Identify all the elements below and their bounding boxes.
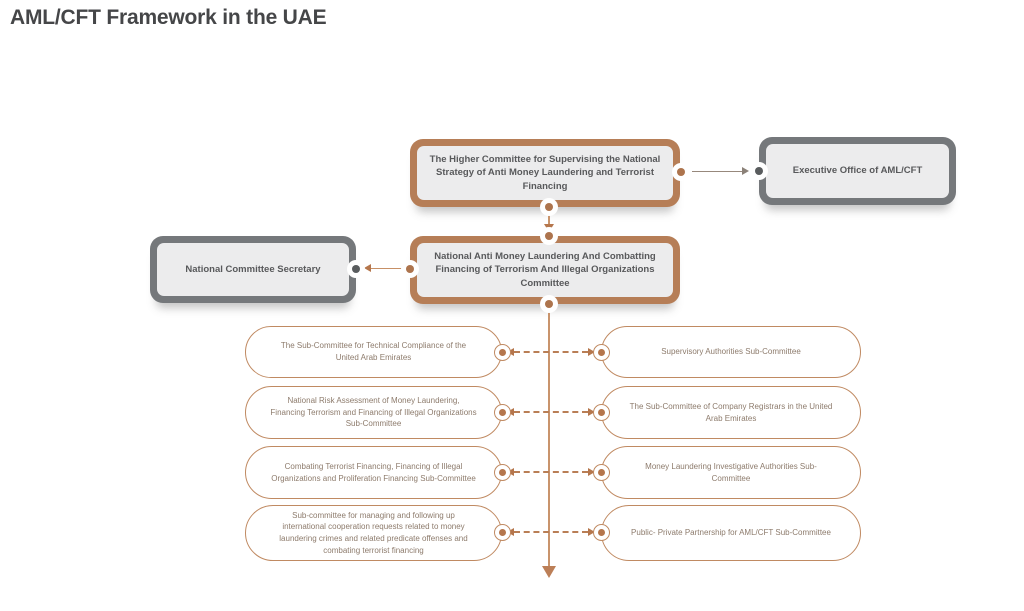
connector-dot-icon: [540, 295, 558, 313]
arrowhead-left-icon: [364, 264, 371, 272]
connector-dot-icon: [672, 163, 690, 181]
page-title: AML/CFT Framework in the UAE: [10, 6, 327, 29]
node-national-committee-label: National Anti Money Laundering And Comba…: [417, 243, 673, 297]
arrowhead-right-icon: [588, 528, 595, 536]
connector-line: [692, 171, 744, 172]
connector-dot-icon: [750, 162, 768, 180]
node-higher-committee-label: The Higher Committee for Supervising the…: [417, 146, 673, 200]
pill-public-private-partnership: Public- Private Partnership for AML/CFT …: [601, 505, 861, 561]
ring-dot-icon: [593, 404, 610, 421]
node-committee-secretary-label: National Committee Secretary: [157, 243, 349, 296]
pill-technical-compliance: The Sub-Committee for Technical Complian…: [245, 326, 502, 378]
dashed-connector: [514, 471, 588, 473]
arrowhead-right-icon: [588, 468, 595, 476]
arrowhead-down-icon: [542, 566, 556, 578]
connector-line: [369, 268, 407, 269]
node-committee-secretary: National Committee Secretary: [150, 236, 356, 303]
ring-dot-icon: [593, 524, 610, 541]
pill-international-cooperation: Sub-committee for managing and following…: [245, 505, 502, 561]
connector-dot-icon: [540, 198, 558, 216]
node-national-committee: National Anti Money Laundering And Comba…: [410, 236, 680, 304]
pill-combating-terrorist-financing: Combating Terrorist Financing, Financing…: [245, 446, 502, 499]
dashed-connector: [514, 351, 588, 353]
node-higher-committee: The Higher Committee for Supervising the…: [410, 139, 680, 207]
connector-line: [548, 214, 550, 225]
ring-dot-icon: [494, 464, 511, 481]
connector-dot-icon: [401, 260, 419, 278]
central-flow-line: [548, 306, 550, 568]
dashed-connector: [514, 411, 588, 413]
connector-dot-icon: [540, 227, 558, 245]
dashed-connector: [514, 531, 588, 533]
ring-dot-icon: [593, 344, 610, 361]
pill-supervisory-authorities: Supervisory Authorities Sub-Committee: [601, 326, 861, 378]
node-executive-office-label: Executive Office of AML/CFT: [766, 144, 949, 198]
pill-investigative-authorities: Money Laundering Investigative Authoriti…: [601, 446, 861, 499]
ring-dot-icon: [494, 344, 511, 361]
pill-company-registrars: The Sub-Committee of Company Registrars …: [601, 386, 861, 439]
ring-dot-icon: [494, 404, 511, 421]
ring-dot-icon: [593, 464, 610, 481]
arrowhead-right-icon: [742, 167, 749, 175]
arrowhead-right-icon: [588, 408, 595, 416]
connector-dot-icon: [347, 260, 365, 278]
arrowhead-right-icon: [588, 348, 595, 356]
node-executive-office: Executive Office of AML/CFT: [759, 137, 956, 205]
pill-national-risk-assessment: National Risk Assessment of Money Launde…: [245, 386, 502, 439]
ring-dot-icon: [494, 524, 511, 541]
